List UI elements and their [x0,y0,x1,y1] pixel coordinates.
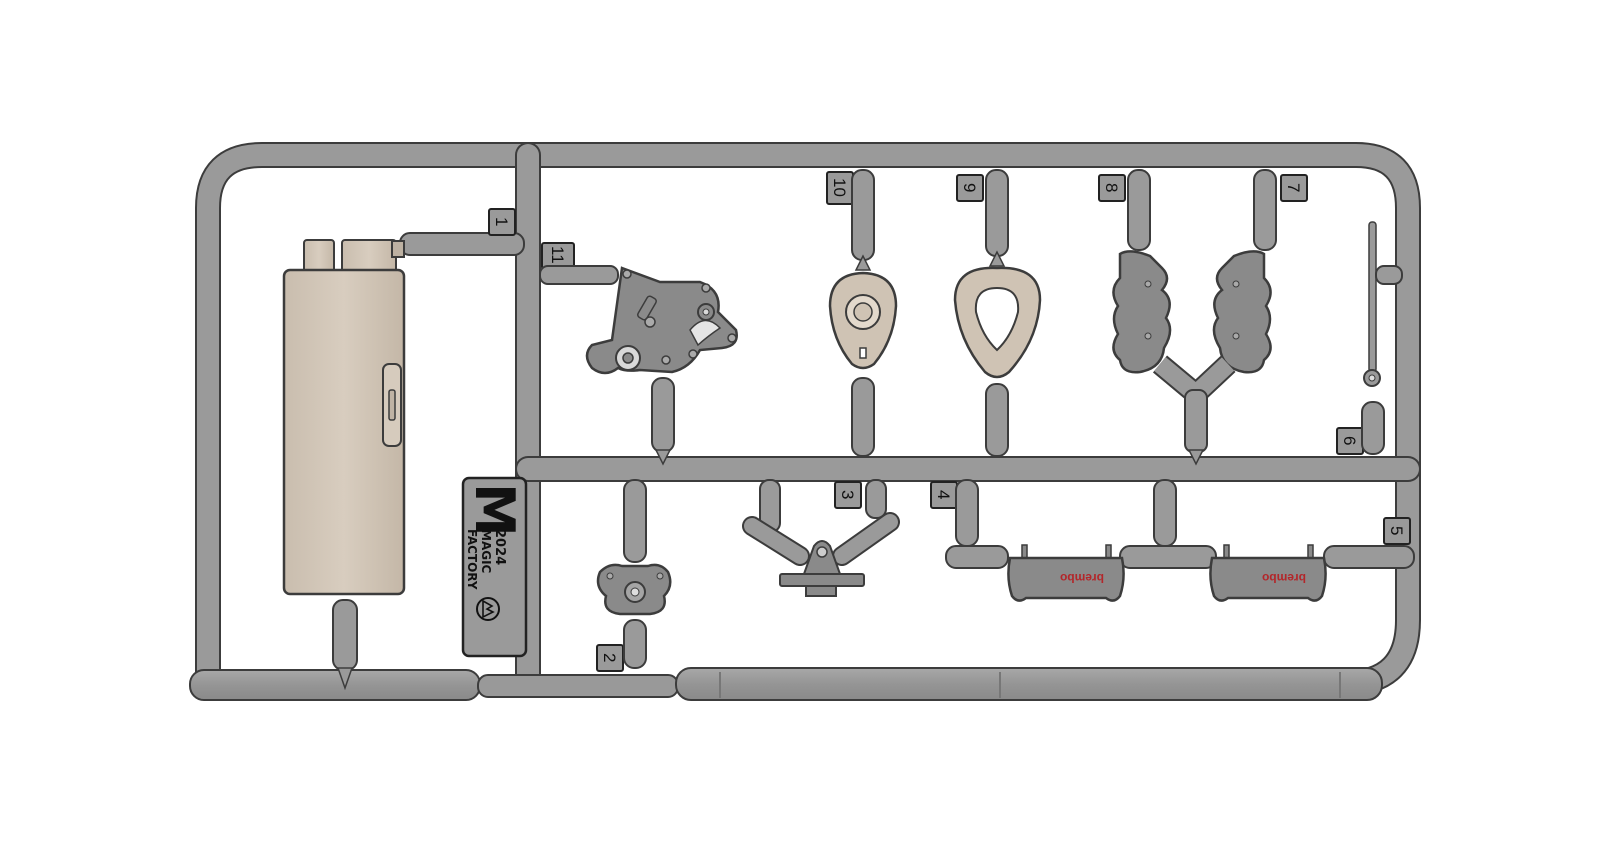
tag-10: 10 [826,171,854,205]
svg-text:6: 6 [1340,436,1359,445]
svg-text:5: 5 [1387,526,1406,535]
svg-text:2: 2 [600,653,619,662]
part-4-5-brembo-calipers: brembo brembo [945,479,1415,602]
number-tags: 1 11 10 9 8 7 6 [488,171,1411,672]
tag-6: 6 [1336,427,1364,455]
part-3-stand [742,479,900,597]
tag-5: 5 [1383,517,1411,545]
svg-text:9: 9 [960,183,979,192]
bottom-runner [189,667,1383,701]
svg-text:7: 7 [1284,183,1303,192]
caliper-4: brembo [1007,544,1125,602]
svg-text:10: 10 [830,178,849,197]
svg-text:4: 4 [934,490,953,499]
part-8-7-caliper-halves [1112,169,1277,466]
sprue-frame [195,142,1421,696]
svg-text:3: 3 [838,490,857,499]
tag-8: 8 [1098,174,1126,202]
part-2-small-caliper [596,479,672,669]
tag-2: 2 [596,644,624,672]
caliper-5-brand: brembo [1262,571,1306,585]
brand-year: 2024 [492,529,507,565]
part-6-rod [1361,221,1403,455]
part-10-mount-plate [828,169,898,457]
brand-line2: FACTORY [465,529,479,590]
caliper-4-brand: brembo [1060,571,1104,585]
tag-1: 1 [488,208,516,236]
tag-3: 3 [834,481,862,509]
tag-4: 4 [930,481,958,509]
mountain-logo-icon [476,597,500,621]
brand-monogram: M [463,483,526,537]
part-11-caliper-bracket [539,265,738,466]
brand-badge: M 2024 MAGIC FACTORY [461,476,528,658]
svg-text:11: 11 [548,246,567,264]
caliper-5: brembo [1209,544,1327,602]
svg-text:1: 1 [492,217,511,226]
tag-9: 9 [956,174,984,202]
brand-line1: MAGIC [479,529,493,574]
part-9-triangular-plate [953,169,1042,457]
tag-7: 7 [1280,174,1308,202]
part-1-muffler [282,232,525,691]
svg-text:8: 8 [1102,183,1121,192]
